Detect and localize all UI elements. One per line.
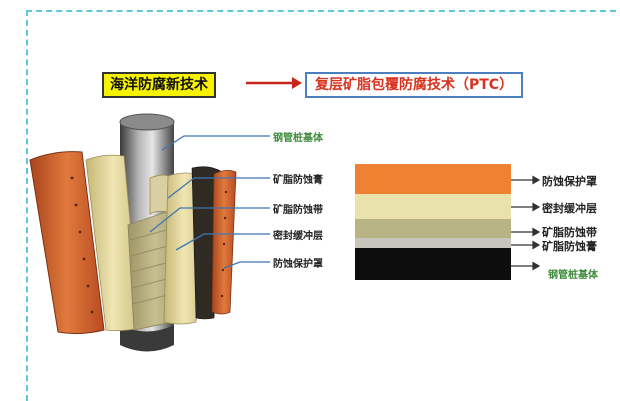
left-cover-shell [29,151,105,335]
layer-paste [355,238,511,248]
layer-tape [355,219,511,238]
layer-cover [355,164,511,194]
label-protective-cover: 防蚀保护罩 [273,259,323,270]
title-ptc-technology: 复层矿脂包覆防腐技术（PTC） [305,72,524,98]
layer-buffer [355,194,511,219]
dashed-border-left [26,10,28,401]
layer-stack [355,164,511,280]
title-marine-anticorrosion: 海洋防腐新技术 [102,72,216,98]
layer-label-tape: 矿脂防蚀带 [542,226,597,239]
right-cover-shell [191,166,237,320]
label-mineral-tape: 矿脂防蚀带 [273,205,323,216]
label-steel-pile: 钢管桩基体 [273,133,323,144]
layer-label-cover: 防蚀保护罩 [542,175,597,188]
layer-label-paste: 矿脂防蚀膏 [542,240,597,253]
layer-steel [355,248,511,280]
label-mineral-paste: 矿脂防蚀膏 [273,175,323,186]
layer-label-steel: 钢管桩基体 [548,270,598,281]
layer-label-buffer: 密封缓冲层 [542,202,597,215]
dashed-border-top [26,10,616,12]
label-seal-buffer: 密封缓冲层 [273,231,323,242]
leader-lines [149,135,270,269]
title-arrow-icon [246,77,302,89]
